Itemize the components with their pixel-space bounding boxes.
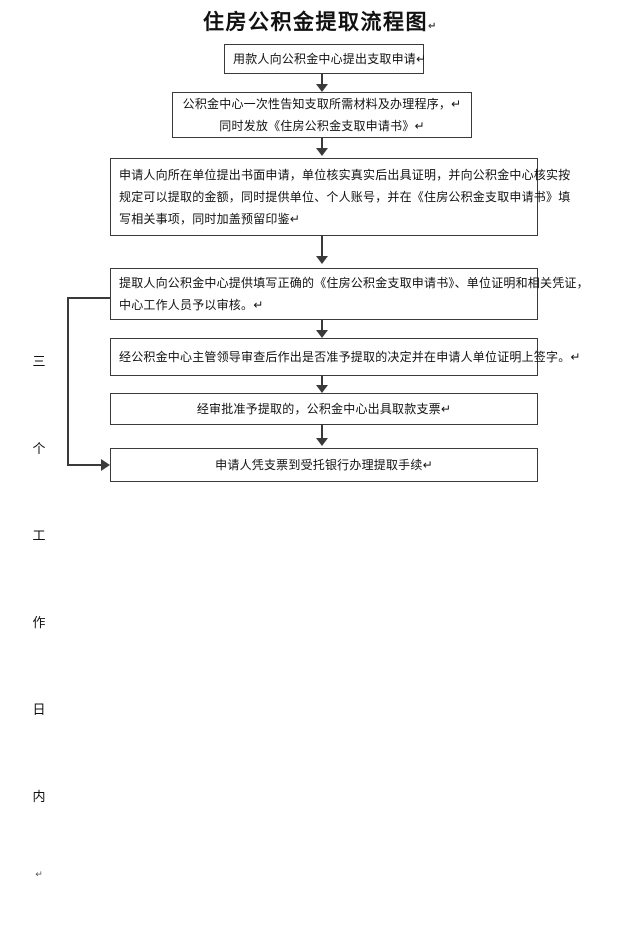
duration-label-char: 内 bbox=[32, 790, 46, 805]
bracket-bottom-segment bbox=[67, 464, 105, 466]
connector-line-6 bbox=[321, 425, 323, 440]
flow-node-line: 写相关事项，同时加盖预留印鉴↵ bbox=[119, 212, 301, 226]
flow-node-line: 用款人向公积金中心提出支取申请↵ bbox=[233, 52, 427, 66]
flow-node-line: 经审批准予提取的，公积金中心出具取款支票↵ bbox=[196, 402, 452, 416]
paragraph-mark-icon: ↵ bbox=[35, 870, 43, 880]
duration-label: 三 个 工 作 日 内 ↵ bbox=[28, 290, 50, 938]
connector-line-5 bbox=[321, 376, 323, 385]
flow-node-line: 公积金中心一次性告知支取所需材料及办理程序，↵ bbox=[182, 97, 462, 111]
duration-label-char: 三 bbox=[32, 355, 46, 370]
bracket-vertical-segment bbox=[67, 297, 69, 466]
duration-label-char: 日 bbox=[32, 703, 46, 718]
flow-node-line: 提取人向公积金中心提供填写正确的《住房公积金支取申请书》、单位证明和相关凭证， bbox=[119, 276, 589, 290]
arrow-down-icon bbox=[316, 148, 328, 156]
duration-label-char: 个 bbox=[32, 442, 46, 457]
flow-node-issue-check[interactable]: 经审批准予提取的，公积金中心出具取款支票↵ bbox=[110, 393, 538, 425]
connector-line-1 bbox=[321, 74, 323, 86]
flowchart-canvas: 住房公积金提取流程图↵ 用款人向公积金中心提出支取申请↵ 公积金中心一次性告知支… bbox=[0, 8, 641, 880]
flow-node-line: 中心工作人员予以审核。↵ bbox=[119, 298, 264, 312]
connector-line-2 bbox=[321, 138, 323, 150]
flow-node-submit-documents[interactable]: 提取人向公积金中心提供填写正确的《住房公积金支取申请书》、单位证明和相关凭证， … bbox=[110, 268, 589, 320]
flow-node-apply-to-center[interactable]: 用款人向公积金中心提出支取申请↵ bbox=[224, 44, 427, 74]
flow-node-line: 同时发放《住房公积金支取申请书》↵ bbox=[219, 119, 425, 133]
connector-line-3 bbox=[321, 236, 323, 258]
arrow-down-icon bbox=[316, 385, 328, 393]
duration-label-char: 工 bbox=[32, 529, 46, 544]
arrow-down-icon bbox=[316, 438, 328, 446]
flow-node-written-application[interactable]: 申请人向所在单位提出书面申请，单位核实真实后出具证明，并向公积金中心核实按 规定… bbox=[110, 158, 571, 236]
page-title: 住房公积金提取流程图↵ bbox=[0, 8, 641, 41]
arrow-down-icon bbox=[316, 256, 328, 264]
flow-node-line: 申请人凭支票到受托银行办理提取手续↵ bbox=[215, 458, 433, 472]
page-title-text: 住房公积金提取流程图 bbox=[203, 10, 429, 34]
flow-node-line: 经公积金中心主管领导审查后作出是否准予提取的决定并在申请人单位证明上签字。↵ bbox=[119, 350, 581, 364]
flow-node-line: 规定可以提取的金额，同时提供单位、个人账号，并在《住房公积金支取申请书》填 bbox=[119, 190, 571, 204]
arrow-down-icon bbox=[316, 84, 328, 92]
flow-node-bank-withdrawal[interactable]: 申请人凭支票到受托银行办理提取手续↵ bbox=[110, 448, 538, 482]
duration-label-char: 作 bbox=[32, 616, 46, 631]
flow-node-center-informs[interactable]: 公积金中心一次性告知支取所需材料及办理程序，↵ 同时发放《住房公积金支取申请书》… bbox=[172, 92, 472, 138]
arrow-down-icon bbox=[316, 330, 328, 338]
bracket-top-segment bbox=[67, 297, 111, 299]
paragraph-mark-icon: ↵ bbox=[428, 21, 438, 32]
arrow-right-icon bbox=[101, 459, 110, 471]
flow-node-line: 申请人向所在单位提出书面申请，单位核实真实后出具证明，并向公积金中心核实按 bbox=[119, 168, 571, 182]
flow-node-leader-review[interactable]: 经公积金中心主管领导审查后作出是否准予提取的决定并在申请人单位证明上签字。↵ bbox=[110, 338, 581, 376]
connector-line-4 bbox=[321, 320, 323, 330]
